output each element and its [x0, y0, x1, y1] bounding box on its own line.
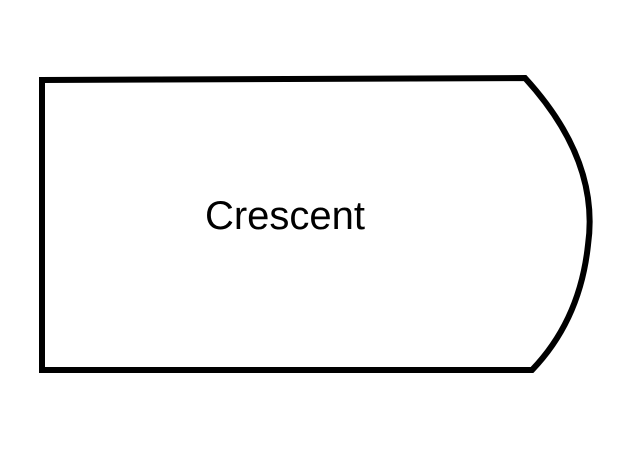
crescent-outline: [39, 74, 593, 373]
shape-label: Crescent: [204, 193, 366, 238]
